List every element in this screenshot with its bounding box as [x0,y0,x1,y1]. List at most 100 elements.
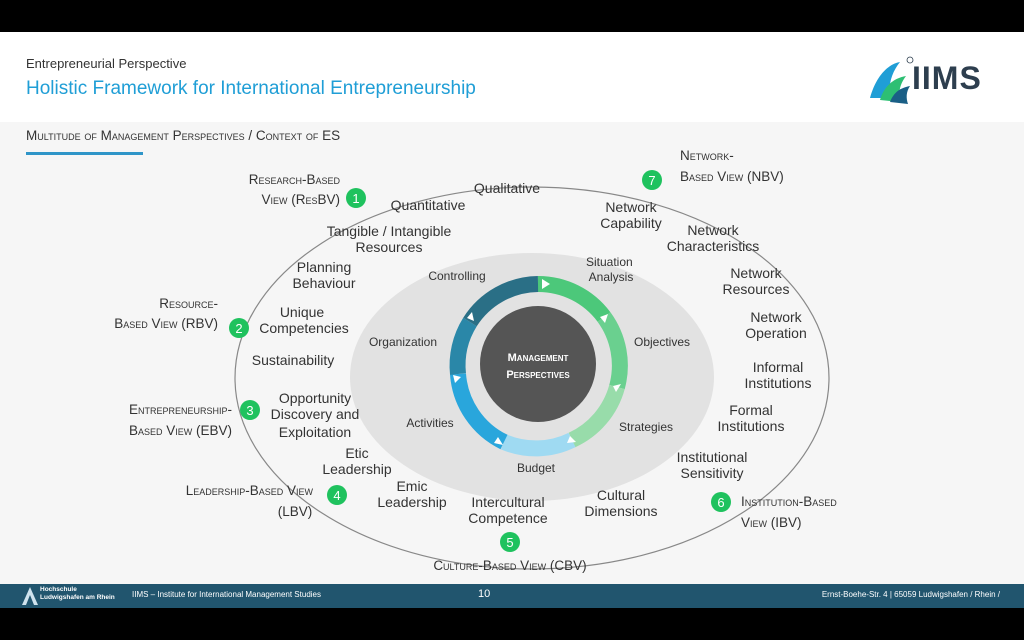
ring-segment-activities [450,373,508,450]
factor-label: Intercultural [471,494,544,510]
factor-label: Operation [745,325,806,341]
factor-label: Planning [297,259,352,275]
factor-label: Unique [280,304,325,320]
view-label: Based View (EBV) [129,423,232,438]
badge-3 [240,400,260,420]
cycle-label: Budget [517,461,556,475]
factor-label: Resources [723,281,790,297]
factor-label: Discovery and [271,406,360,422]
arrow-icon [467,312,474,321]
logo-swoosh-green [880,76,906,102]
view-label: Culture-Based View (CBV) [433,558,586,573]
factor-label: Competence [468,510,548,526]
view-label: View (ResBV) [261,192,340,207]
ring-segment-objectives [597,312,628,390]
view-label: (LBV) [278,504,313,519]
factor-label: Behaviour [292,275,355,291]
center-circle [480,306,596,422]
slide-subtitle: Entrepreneurial Perspective [26,56,187,71]
badge-number: 1 [352,191,359,206]
badge-number: 7 [648,173,655,188]
factor-label: Tangible / Intangible [327,223,452,239]
view-label: Leadership-Based View [186,483,314,498]
view-labels: Research-Based View (ResBV) Resource- Ba… [114,148,837,573]
factor-label: Institutional [677,449,748,465]
logo-swoosh-blue [870,62,900,98]
arrow-icon [613,384,621,392]
factor-label: Etic [345,445,368,461]
factor-label: Leadership [322,461,391,477]
university-line2: Ludwigshafen am Rhein [40,594,115,601]
factor-label: Quantitative [391,197,466,213]
cycle-label: Strategies [619,420,673,434]
cycle-label: Objectives [634,335,690,349]
badge-5 [500,532,520,552]
factor-label: Leadership [377,494,446,510]
factor-label: Network [750,309,802,325]
factor-labels: Qualitative Quantitative Tangible / Inta… [252,180,812,526]
factor-label: Competencies [259,320,349,336]
footer: Hochschule Ludwigshafen am Rhein IIMS – … [0,584,1024,608]
badge-number: 6 [717,495,724,510]
view-label: Research-Based [249,172,341,187]
ring-arrows [453,279,621,445]
view-label: Network- [680,148,734,163]
header-area [0,32,1024,122]
factor-label: Institutions [718,418,785,434]
arrow-icon [494,437,503,445]
badge-4 [327,485,347,505]
factor-label: Resources [356,239,423,255]
badge-number: 4 [333,488,340,503]
badge-number: 5 [506,535,513,550]
factor-label: Exploitation [279,424,351,440]
university-name: Hochschule Ludwigshafen am Rhein [40,586,115,602]
center-label-line2: Perspectives [506,369,570,381]
page-number: 10 [478,588,491,600]
view-label: View (IBV) [741,515,802,530]
section-underline [26,152,143,155]
arrow-icon [567,436,576,443]
factor-label: Informal [753,359,804,375]
iims-logo [870,56,914,104]
logo-swoosh-dark [890,86,910,104]
cycle-labels: Situation Analysis Objectives Strategies… [369,255,690,475]
factor-label: Network [687,222,739,238]
view-label: Based View (NBV) [680,169,784,184]
factor-label: Network [730,265,782,281]
badge-6 [711,492,731,512]
factor-label: Institutions [745,375,812,391]
logo-text: IIMS [912,60,982,96]
factor-label: Network [605,199,657,215]
view-label: Entrepreneurship- [129,402,232,417]
registered-icon [906,56,914,64]
cycle-label: Activities [406,416,453,430]
factor-label: Qualitative [474,180,540,196]
framework-diagram: Management Perspectives Situation Analys… [114,148,837,573]
cycle-label-line2: Analysis [589,270,634,284]
cycle-ring [449,275,628,457]
factor-label: Emic [396,478,427,494]
view-label: Institution-Based [741,494,837,509]
arrow-icon [600,314,608,323]
factor-label: Dimensions [584,503,657,519]
view-badges: 1 2 3 4 5 6 7 [229,170,731,552]
view-label: Based View (RBV) [114,316,218,331]
factor-label: Sensitivity [680,465,743,481]
section-title: Multitude of Management Perspectives / C… [26,128,341,143]
factor-label: Cultural [597,487,645,503]
arrow-icon [542,279,550,289]
factor-label: Formal [729,402,773,418]
arrow-icon [453,375,461,383]
ring-segment-strategies [568,384,625,448]
cycle-label: Controlling [428,269,485,283]
institute-name: IIMS – Institute for International Manag… [132,590,321,599]
ring-segment-budget [500,432,576,457]
view-label: Resource- [159,296,218,311]
badge-2 [229,318,249,338]
cycle-label: Situation Analysis [586,255,636,284]
slide-title: Holistic Framework for International Ent… [26,78,476,99]
badge-number: 3 [246,403,253,418]
badge-number: 2 [235,321,242,336]
outer-ellipse [234,186,830,570]
ring-segment-controlling [463,276,539,327]
